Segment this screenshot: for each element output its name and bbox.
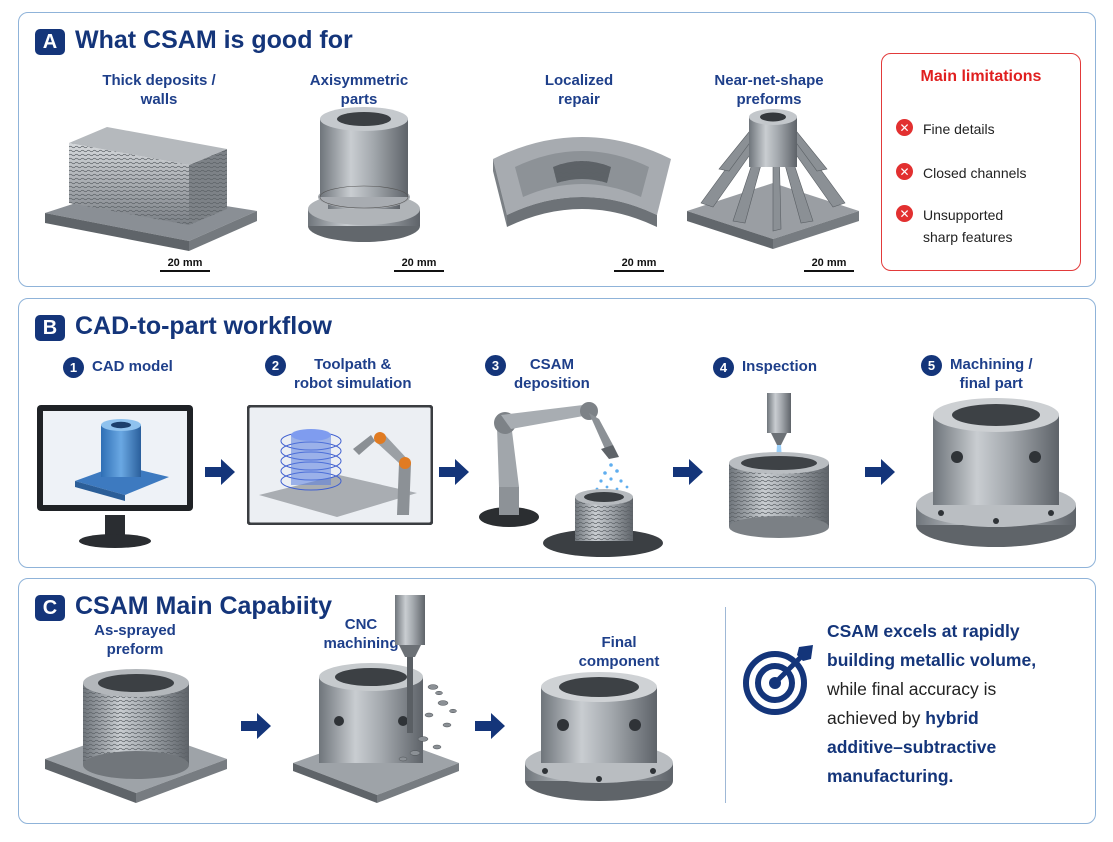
limitations-title: Main limitations xyxy=(920,68,1042,85)
panel-b-title: CAD-to-part workflow xyxy=(75,312,332,340)
arrow-right-icon xyxy=(205,459,235,485)
panel-a: A What CSAM is good for Thick deposits /… xyxy=(18,12,1096,287)
arrow-right-icon xyxy=(439,459,469,485)
x-circle-icon: ✕ xyxy=(896,119,913,136)
limitations-box: Main limitations ✕ Fine details ✕ Closed… xyxy=(881,53,1081,271)
cnc-machining-illustration xyxy=(293,595,459,803)
section-divider xyxy=(725,607,726,803)
capability-summary: CSAM excels at rapidly building metallic… xyxy=(827,621,1037,786)
panel-c-title: CSAM Main Capabiity xyxy=(75,592,332,620)
machined-final-part-illustration xyxy=(916,398,1076,547)
panel-b: B CAD-to-part workflow 1 CAD model 2 Too… xyxy=(18,298,1096,568)
workflow-step-1: 1 CAD model xyxy=(63,357,173,378)
scale-bar-axisymmetric: 20 mm xyxy=(389,257,449,272)
workflow-step-4: 4 Inspection xyxy=(713,357,817,378)
panel-b-badge: B xyxy=(35,315,65,341)
limitation-item: ✕ Fine details xyxy=(896,118,995,140)
target-icon xyxy=(743,645,813,715)
arrow-right-icon xyxy=(241,713,271,739)
limitation-item: ✕ Closed channels xyxy=(896,162,1027,184)
thick-wall-illustration xyxy=(45,127,257,251)
item-label-thick-deposits: Thick deposits /walls xyxy=(102,72,216,108)
panel-c-badge: C xyxy=(35,595,65,621)
deposition-robot-illustration xyxy=(479,402,663,557)
inspection-illustration xyxy=(729,393,829,538)
localized-repair-illustration xyxy=(493,137,671,227)
x-circle-icon: ✕ xyxy=(896,205,913,222)
axisymmetric-part-illustration xyxy=(308,107,420,242)
as-sprayed-preform-illustration xyxy=(45,669,227,803)
panel-a-badge: A xyxy=(35,29,65,55)
toolpath-simulation-illustration xyxy=(247,405,433,525)
final-component-illustration xyxy=(525,672,673,801)
panel-a-title: What CSAM is good for xyxy=(75,26,353,54)
scale-bar-thick-deposits: 20 mm xyxy=(155,257,215,272)
workflow-step-2: 2 Toolpath &robot simulation xyxy=(265,355,412,393)
near-net-shape-illustration xyxy=(687,109,859,249)
scale-bar-near-net-shape: 20 mm xyxy=(799,257,859,272)
workflow-step-5: 5 Machining /final part xyxy=(921,355,1033,393)
arrow-right-icon xyxy=(475,713,505,739)
arrow-right-icon xyxy=(865,459,895,485)
x-circle-icon: ✕ xyxy=(896,163,913,180)
cad-monitor-illustration xyxy=(37,405,193,548)
arrow-right-icon xyxy=(673,459,703,485)
scale-bar-localized-repair: 20 mm xyxy=(609,257,669,272)
